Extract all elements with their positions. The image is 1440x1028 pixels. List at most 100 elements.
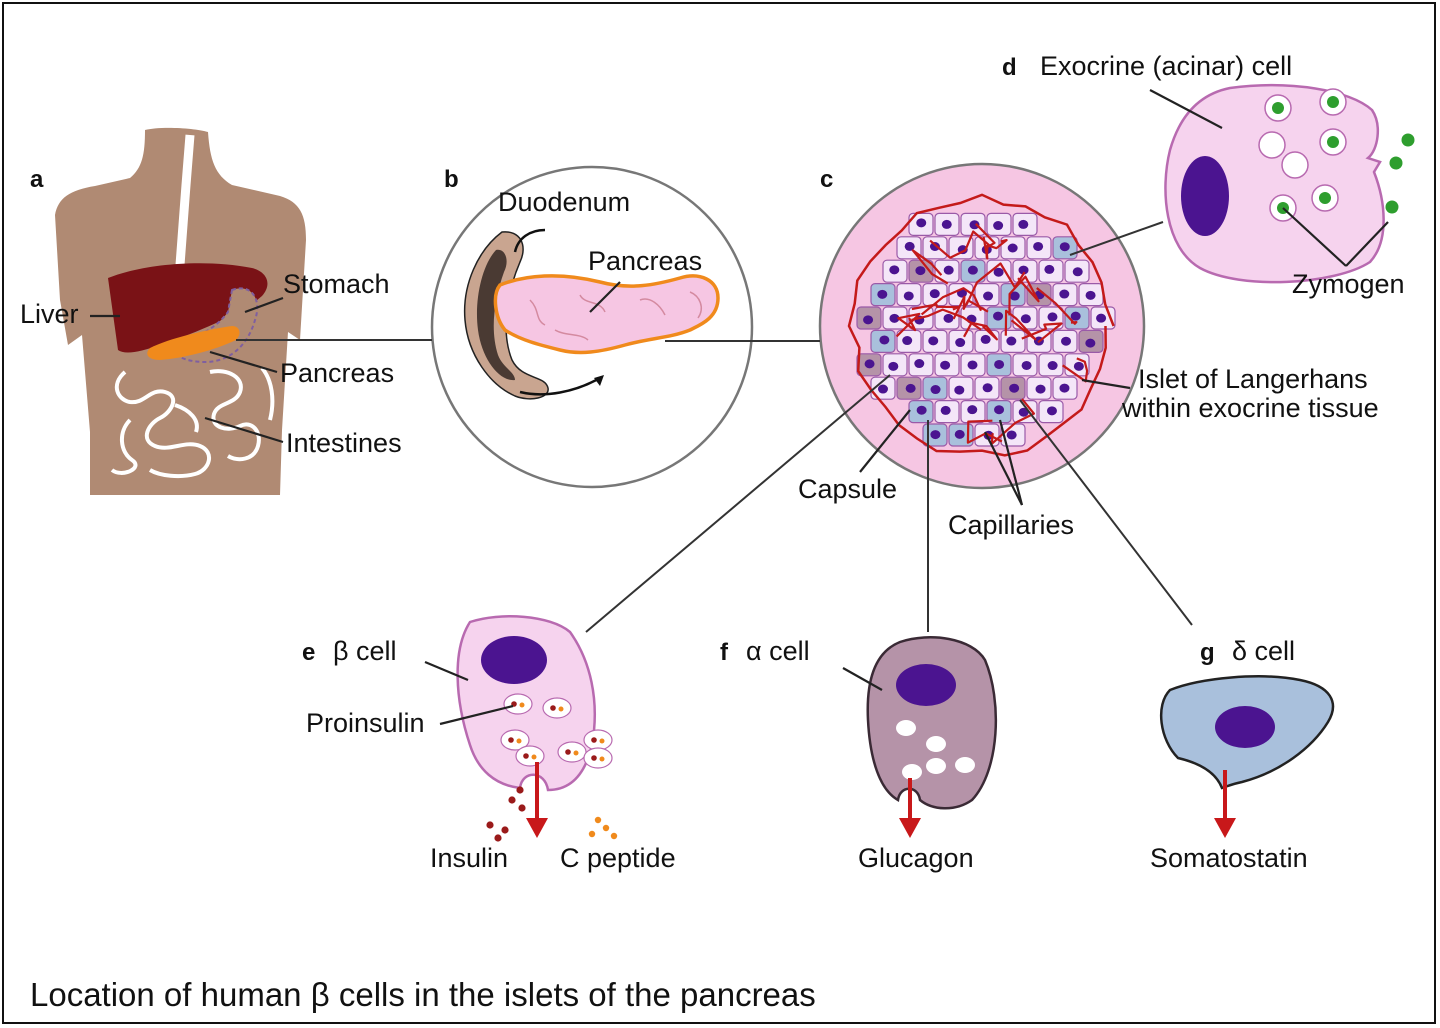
label-intestines: Intestines xyxy=(286,428,402,458)
islet-cell-nucleus xyxy=(1044,264,1055,274)
capillary xyxy=(929,230,992,259)
islet-cell-nucleus xyxy=(1085,338,1096,348)
delta-cell xyxy=(1159,675,1335,838)
capillary xyxy=(1021,322,1063,344)
panel-letter-a: a xyxy=(30,166,44,193)
islet-cell-nucleus xyxy=(1006,430,1017,440)
label-zymogen: Zymogen xyxy=(1292,269,1405,299)
islet-cell-nucleus xyxy=(994,405,1005,415)
islet-cell-nucleus xyxy=(943,265,954,275)
islet-cell-nucleus xyxy=(916,405,927,415)
capillary xyxy=(963,321,998,341)
islet-cell-nucleus xyxy=(940,360,951,370)
islet-cell-nucleus xyxy=(864,359,875,369)
label-delta-cell: δ cell xyxy=(1232,636,1295,666)
figure-caption: Location of human β cells in the islets … xyxy=(30,976,816,1013)
connector-lines xyxy=(236,221,1193,633)
panel-letter-g: g xyxy=(1200,639,1215,666)
esophagus xyxy=(175,134,195,266)
panel-letter-b: b xyxy=(444,166,459,193)
islet-cell-nucleus xyxy=(994,359,1005,369)
arrowhead-icon xyxy=(594,375,604,386)
proinsulin-granule xyxy=(503,693,533,715)
islet-detail xyxy=(818,162,1146,490)
hormone-release-dots xyxy=(486,786,618,842)
islet-cell-nucleus xyxy=(983,291,994,301)
islet-cell-nucleus xyxy=(903,291,914,301)
panel-letter-e: e xyxy=(302,639,315,666)
capillary xyxy=(966,419,1003,444)
label-somatostatin: Somatostatin xyxy=(1150,843,1308,873)
islet-cell-nucleus xyxy=(993,311,1004,321)
duodenum-lumen xyxy=(476,249,515,381)
islet-cell-nucleus xyxy=(1046,406,1057,416)
label-capillaries: Capillaries xyxy=(948,510,1074,540)
islet-cell-nucleus xyxy=(1006,336,1017,346)
proinsulin-granules xyxy=(500,693,613,769)
insulin-dot xyxy=(494,834,502,842)
pancreas-organ-large xyxy=(493,274,720,355)
islet-cell-nucleus xyxy=(1061,336,1072,346)
islet-cell-nucleus xyxy=(1021,360,1032,370)
delta-nucleus xyxy=(1215,706,1275,748)
islet-cell-nucleus xyxy=(1073,361,1084,371)
islet-cell-nucleus xyxy=(1047,361,1058,371)
capillary xyxy=(1004,309,1037,341)
islet-cell-nucleus xyxy=(954,385,965,395)
secreted-zymogen xyxy=(1389,156,1403,170)
insulin-dot xyxy=(508,796,516,804)
proinsulin-granule xyxy=(542,697,572,719)
islet-cell-nucleus xyxy=(967,405,978,415)
islet-cell-nucleus xyxy=(889,313,900,323)
label-islet-line2: within exocrine tissue xyxy=(1121,393,1379,423)
pancreas-lobule-lines xyxy=(529,291,702,341)
curved-arrow-top xyxy=(513,228,546,253)
alpha-cell-body xyxy=(866,636,998,810)
islet-cell-nucleus xyxy=(888,361,899,371)
capillary-network xyxy=(847,193,1115,457)
insulin-dot xyxy=(516,786,524,794)
label-proinsulin: Proinsulin xyxy=(306,708,425,738)
zymogen-granules xyxy=(1258,88,1415,222)
capillary xyxy=(911,308,982,331)
capillary xyxy=(990,398,1035,445)
c-peptide-dot xyxy=(594,816,602,824)
islet-capsule xyxy=(847,193,1115,457)
islet-cell-nucleus xyxy=(1072,267,1083,277)
label-alpha-cell: α cell xyxy=(746,636,810,666)
arrowhead-icon xyxy=(526,818,548,838)
islet-cell-nucleus xyxy=(941,219,952,229)
islet-cell-nucleus xyxy=(969,220,980,230)
arrowhead-icon xyxy=(899,818,921,838)
beta-nucleus xyxy=(481,636,547,684)
islet-cell-nucleus xyxy=(980,334,991,344)
duodenum-pancreas-detail xyxy=(430,165,754,489)
islet-cell-nucleus xyxy=(967,265,978,275)
label-liver: Liver xyxy=(20,299,79,329)
islet-cell-nucleus xyxy=(915,266,926,276)
islet-cell-nucleus xyxy=(1009,291,1020,301)
label-insulin: Insulin xyxy=(430,843,508,873)
label-beta-cell: β cell xyxy=(333,636,397,666)
islet-cell-nucleus xyxy=(905,383,916,393)
capillary xyxy=(1061,357,1089,383)
proinsulin-granule xyxy=(583,729,613,751)
capillary xyxy=(965,262,1026,306)
capillary xyxy=(1008,275,1040,316)
islet-cell-nucleus xyxy=(877,289,888,299)
alpha-cell xyxy=(866,636,998,838)
panel-letter-f: f xyxy=(720,639,729,666)
islet-cell-nucleus xyxy=(1059,383,1070,393)
capillary xyxy=(911,249,949,285)
panel-letter-c: c xyxy=(820,166,833,193)
capillary xyxy=(920,287,983,316)
proinsulin-granule xyxy=(583,747,613,769)
islet-cell-nucleus xyxy=(1020,314,1031,324)
islet-cell-nucleus xyxy=(982,383,993,393)
proinsulin-granule xyxy=(557,741,587,763)
islet-cell-nucleus xyxy=(929,242,940,252)
islet-cell-nucleus xyxy=(889,265,900,275)
